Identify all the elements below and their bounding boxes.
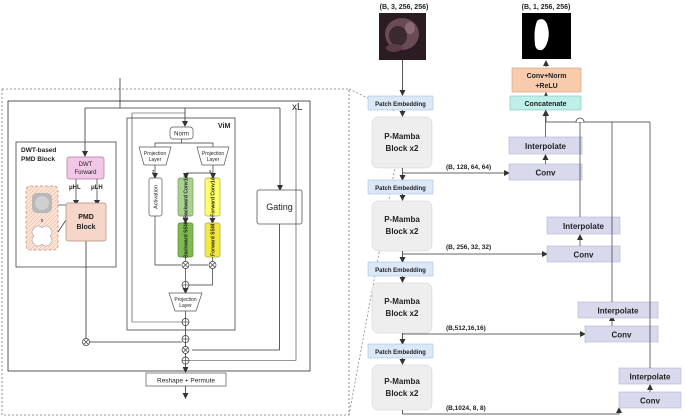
shape-label-2: (B, 256, 32, 32) bbox=[446, 244, 491, 251]
patch-embedding-box-1 bbox=[367, 95, 434, 111]
vim-title: ViM bbox=[218, 123, 230, 130]
output-shape-label: (B, 1, 256, 256) bbox=[522, 4, 571, 11]
mu-hl-label: μHL bbox=[69, 185, 81, 191]
conv-norm-relu-box bbox=[511, 67, 582, 93]
dwt-pmd-title-2: PMD Block bbox=[21, 156, 55, 163]
dwt-forward-label-1: DWT bbox=[79, 162, 93, 168]
conv-norm-relu-label-1: Conv+Norm bbox=[527, 73, 567, 80]
conv-label-3: Conv bbox=[612, 331, 633, 340]
dwt-forward-label-2: Forward bbox=[74, 170, 96, 176]
wavelet-shape-top-circle bbox=[35, 196, 49, 210]
x-label: x bbox=[209, 169, 212, 175]
detail-panel: xL DWT-based PMD Block DWT Forward μHL μ… bbox=[1, 78, 396, 416]
multiply-node-gating bbox=[181, 346, 190, 354]
shape-label-3: (B,512,16,16) bbox=[446, 325, 486, 332]
patch-embedding-box-4 bbox=[367, 343, 434, 359]
conv-box-2 bbox=[546, 245, 621, 263]
add-node-vim bbox=[181, 281, 190, 289]
conv-box-3 bbox=[584, 325, 659, 343]
p-mamba-label-4a: P-Mamba bbox=[384, 377, 420, 386]
backward-conv-label: Backward Conv1d bbox=[184, 175, 190, 218]
p-mamba-block-2 bbox=[371, 200, 433, 252]
patch-embedding-label-3: Patch Embedding bbox=[375, 268, 426, 274]
bus-hop bbox=[575, 117, 585, 123]
dwt-pmd-title-1: DWT-based bbox=[21, 147, 56, 154]
multiply-node-dwt bbox=[82, 338, 90, 346]
add-node-residual-vim bbox=[181, 318, 190, 326]
backward-ssm-label: Backward SSM bbox=[184, 222, 190, 258]
output-mask bbox=[522, 13, 571, 59]
p-mamba-label-3a: P-Mamba bbox=[384, 297, 420, 306]
forward-conv-label: Forward Conv1d bbox=[211, 177, 217, 216]
wavelet-shape-bottom bbox=[31, 225, 53, 247]
z-label: z bbox=[152, 169, 155, 175]
input-image bbox=[379, 13, 426, 60]
p-mamba-block-3 bbox=[371, 282, 433, 334]
projection-left-label-2: Layer bbox=[149, 157, 162, 163]
input-shape-label: (B, 3, 256, 256) bbox=[380, 4, 429, 11]
p-mamba-label-1a: P-Mamba bbox=[384, 132, 420, 141]
projection-layer-bottom bbox=[168, 292, 203, 312]
activation-box bbox=[148, 177, 163, 217]
dwt-pmd-frame bbox=[15, 141, 117, 268]
projection-right-label-2: Layer bbox=[207, 157, 220, 163]
network-panel: (B, 3, 256, 256) (B, 1, 256, 256) Conv+N… bbox=[367, 4, 682, 415]
interpolate-box-3 bbox=[577, 301, 659, 319]
interpolate-label-1: Interpolate bbox=[525, 142, 566, 151]
vim-frame bbox=[126, 117, 236, 331]
patch-embedding-label-2: Patch Embedding bbox=[375, 186, 426, 192]
reshape-permute-label: Reshape + Permute bbox=[157, 378, 215, 385]
shape-label-4: (B,1024, 8, 8) bbox=[446, 405, 486, 412]
projection-layer-left bbox=[138, 146, 172, 166]
interpolate-box-2 bbox=[546, 216, 621, 235]
patch-embedding-box-3 bbox=[367, 261, 434, 277]
p-mamba-block-4 bbox=[371, 364, 433, 411]
interpolate-label-2: Interpolate bbox=[563, 222, 604, 231]
conv-label-2: Conv bbox=[574, 251, 595, 260]
conv-label-4: Conv bbox=[640, 397, 661, 406]
projection-bottom-label-2: Layer bbox=[179, 303, 192, 309]
patch-embedding-label-4: Patch Embedding bbox=[375, 350, 426, 356]
p-mamba-label-4b: Block x2 bbox=[386, 389, 419, 398]
reshape-permute-box bbox=[145, 372, 227, 387]
dwt-forward-box bbox=[66, 156, 105, 180]
p-mamba-label-2b: Block x2 bbox=[386, 227, 419, 236]
conv-norm-relu-label-2: +ReLU bbox=[535, 83, 557, 90]
projection-right-label-1: Projection bbox=[202, 151, 224, 157]
activation-label: Activation bbox=[154, 185, 160, 209]
projection-left-label-1: Projection bbox=[144, 151, 166, 157]
pmd-block-label-2: Block bbox=[76, 224, 95, 231]
gating-label: Gating bbox=[266, 202, 293, 212]
p-mamba-label-1b: Block x2 bbox=[386, 144, 419, 153]
add-node-1 bbox=[181, 335, 190, 343]
repeat-label: xL bbox=[292, 102, 303, 113]
projection-bottom-label-1: Projection bbox=[174, 297, 196, 303]
patch-embedding-box-2 bbox=[367, 179, 434, 195]
pmd-block-box bbox=[65, 202, 107, 242]
norm-label: Norm bbox=[174, 132, 189, 138]
patch-embedding-label-1: Patch Embedding bbox=[375, 102, 426, 108]
multiply-node-forward bbox=[208, 261, 217, 269]
projection-layer-right bbox=[196, 146, 230, 166]
interpolate-label-4: Interpolate bbox=[630, 373, 671, 382]
p-mamba-block-1 bbox=[371, 116, 433, 169]
shape-label-1: (B, 128, 64, 64) bbox=[446, 164, 491, 171]
concatenate-label: Concatenate bbox=[524, 101, 566, 108]
p-mamba-label-2a: P-Mamba bbox=[384, 215, 420, 224]
detail-dotted-frame bbox=[1, 88, 350, 416]
pmd-block-label-1: PMD bbox=[78, 214, 94, 221]
add-node-residual-outer bbox=[181, 356, 190, 365]
conv-label-1: Conv bbox=[536, 169, 557, 178]
p-mamba-label-3b: Block x2 bbox=[386, 309, 419, 318]
interpolate-label-3: Interpolate bbox=[598, 307, 639, 316]
multiply-node-backward bbox=[181, 261, 190, 269]
repeat-frame bbox=[7, 100, 311, 372]
forward-ssm-label: Forward SSM bbox=[211, 224, 217, 256]
wavelet-x-symbol: x bbox=[41, 218, 44, 224]
